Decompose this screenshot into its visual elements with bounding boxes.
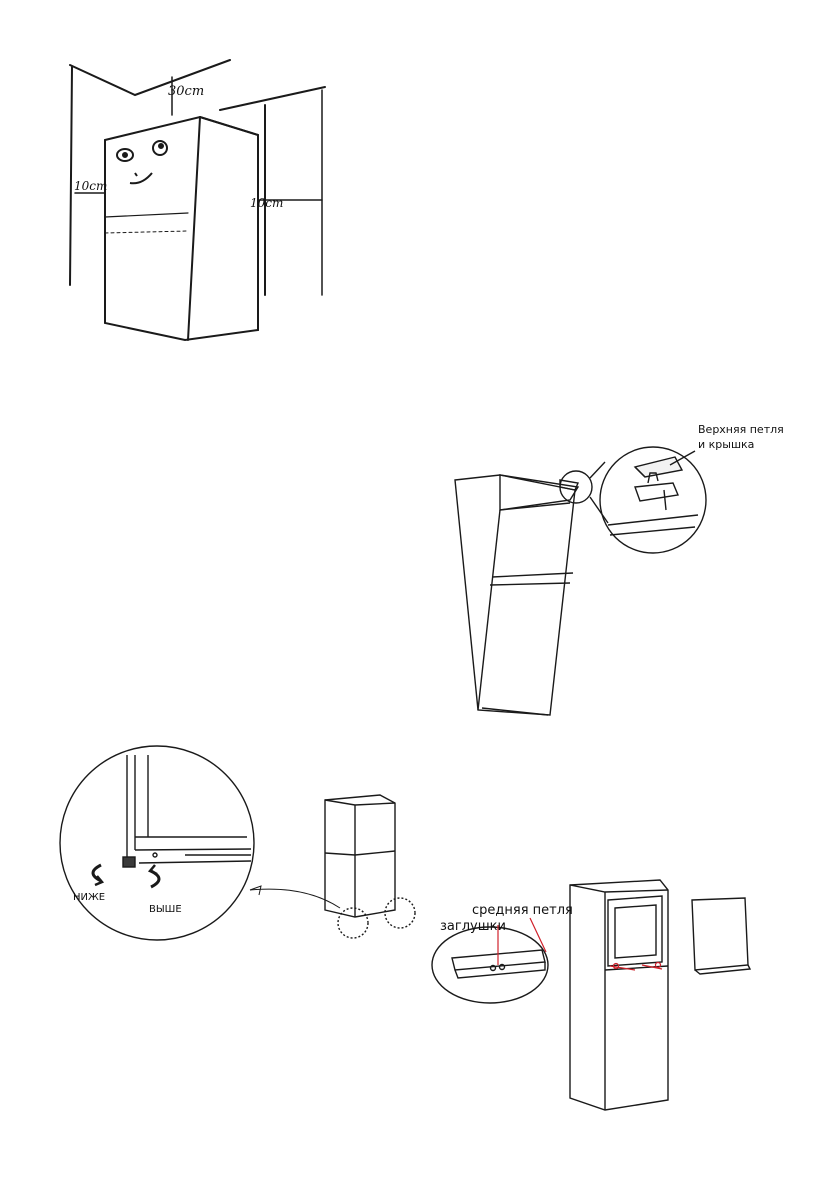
smiley-icon: [116, 140, 168, 185]
middle-hinge-figure: средняя петля заглушки: [431, 879, 752, 1111]
clearance-right-label: 10cm: [250, 196, 283, 210]
clearance-top-label: 30cm: [168, 84, 204, 99]
top-hinge-figure: Верхняя петля и крышка: [454, 423, 784, 716]
leveling-higher-label: ВЫШЕ: [149, 904, 182, 915]
clearance-left-label: 10cm: [74, 179, 107, 193]
middle-hinge-label: средняя петля: [472, 903, 573, 918]
leveling-lower-label: НИЖЕ: [73, 892, 105, 903]
top-hinge-label-line1: Верхняя петля: [698, 423, 784, 436]
clearance-figure: 30cm 10cm 10cm: [69, 59, 326, 342]
top-hinge-label-line2: и крышка: [698, 438, 754, 451]
plugs-label: заглушки: [440, 919, 506, 934]
leveling-figure: НИЖЕ ВЫШЕ: [59, 745, 416, 941]
